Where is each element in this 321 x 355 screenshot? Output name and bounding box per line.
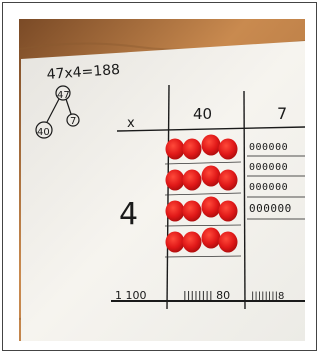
tree-top-value: 47 [57,90,70,101]
tree-right-value: 7 [70,116,76,127]
red-counter [166,232,185,253]
column-header-ones: 7 [277,104,287,123]
red-counter [183,232,202,253]
circles-row-3: 000000 [249,182,288,193]
tally-tens: |||||||| 80 [183,289,230,302]
red-counter [166,139,185,160]
red-counter [202,228,221,249]
red-counter [183,201,202,222]
circles-row-1: 000000 [249,142,288,153]
red-counter [202,135,221,156]
column-header-tens: 40 [193,105,212,123]
red-counter [183,139,202,160]
red-counter [166,201,185,222]
grid-operator: x [127,116,135,131]
red-counter [219,139,238,160]
red-counter [219,201,238,222]
circles-row-2: 000000 [249,162,288,173]
total-left: 1 100 [115,289,147,302]
photo: 47x4=188 47 40 7 x 40 7 4 [19,19,305,341]
red-counter [202,166,221,187]
tally-ones: ||||||||8 [251,291,284,302]
red-counter [219,232,238,253]
red-counter [202,197,221,218]
red-counter [183,170,202,191]
row-factor: 4 [119,197,138,232]
red-counter [219,170,238,191]
circles-row-4: 000000 [249,202,292,215]
red-counter [166,170,185,191]
tree-left-value: 40 [37,127,50,138]
